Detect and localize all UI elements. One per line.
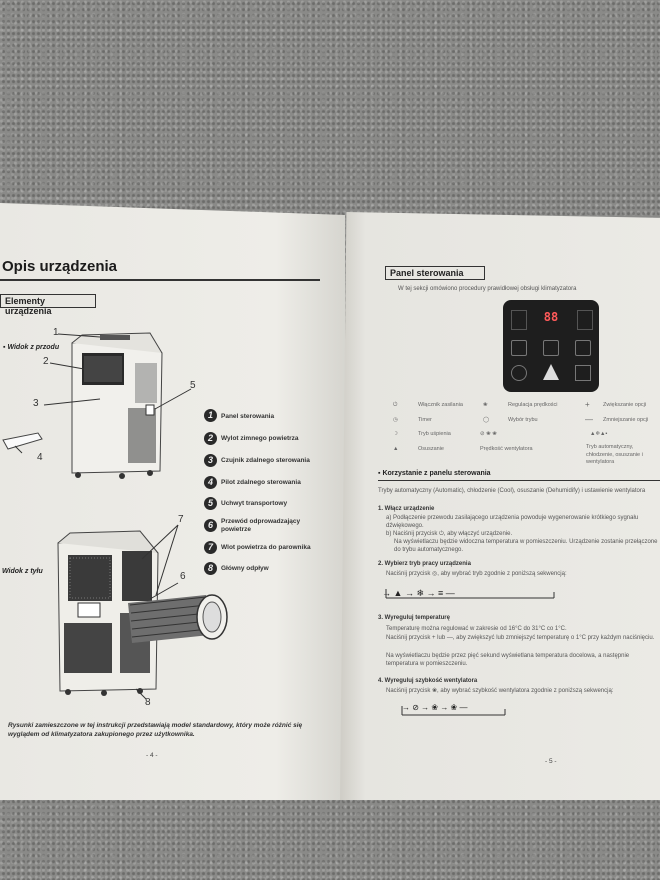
part-label-6: Przewód odprowadzający powietrze	[221, 518, 301, 533]
legend-4-2: Prędkość wentylatora	[480, 446, 533, 452]
step-2-line-1: Naciśnij przycisk ◎, aby wybrać tryb zgo…	[386, 571, 567, 577]
front-unit-drawing	[2, 332, 228, 700]
back-view-label: Widok z tyłu	[2, 568, 43, 575]
part-label-7: Wlot powietrza do parownika	[221, 544, 311, 551]
icon-minus: —	[585, 415, 593, 424]
part-label-3: Czujnik zdalnego sterowania	[221, 457, 310, 464]
part-label-1: Panel sterowania	[221, 413, 275, 420]
legend-4-3: Tryb automatyczny, chłodzenie, osuszanie…	[586, 444, 643, 465]
panel-button-3	[575, 340, 591, 356]
legend-1-2: Regulacja prędkości	[508, 402, 558, 408]
mode-step-3: ≡	[438, 588, 444, 598]
part-number-1: 1	[204, 409, 217, 422]
step-3-line-3: Na wyświetlaczu będzie przez pięć sekund…	[386, 653, 630, 667]
control-panel-image: 88	[503, 300, 599, 392]
icon-fan-speeds: ⊘ ❀ ❀	[480, 431, 497, 437]
legend-2-2: Wybór trybu	[508, 417, 538, 423]
step-3-line-2: Naciśnij przycisk + lub —, aby zwiększyć…	[386, 635, 655, 641]
icon-plus: +	[585, 400, 590, 409]
legend-4-1: Osuszanie	[418, 446, 444, 452]
fan-step-2: ❀	[431, 703, 439, 712]
callout-8: 8	[145, 697, 151, 708]
disclaimer-note: Rysunki zamieszczone w tej instrukcji pr…	[8, 722, 303, 738]
panel-display: 88	[543, 310, 559, 324]
page-number-left: - 4 -	[146, 752, 158, 759]
legend-1-3: Zwiększanie opcji	[603, 402, 647, 408]
manual-page-right: Panel sterowania W tej sekcji omówiono p…	[340, 212, 660, 800]
icon-dehumidify: ▲	[393, 446, 399, 452]
page-title: Opis urządzenia	[2, 258, 118, 275]
title-rule	[0, 279, 320, 281]
usage-heading: ▪ Korzystanie z panelu sterowania	[378, 470, 491, 477]
callout-4: 4	[37, 452, 43, 463]
section-heading: Elementy urządzenia	[0, 294, 96, 316]
legend-2-1: Timer	[418, 417, 432, 423]
part-label-2: Wylot zimnego powietrza	[221, 435, 299, 442]
front-view-label: ▪ Widok z przodu	[3, 344, 60, 351]
step-2-title: 2. Wybierz tryb pracy urządzenia	[378, 561, 471, 567]
step-3-title: 3. Wyreguluj temperaturę	[378, 615, 450, 621]
part-number-4: 4	[204, 476, 217, 489]
icon-power: ⏻	[393, 402, 398, 408]
legend-3-1: Tryb uśpienia	[418, 431, 451, 437]
panel-indicator-right	[577, 310, 593, 330]
page-number-right: - 5 -	[545, 758, 557, 765]
part-label-5: Uchwyt transportowy	[221, 500, 288, 507]
legend-1-1: Włącznik zasilania	[418, 402, 463, 408]
panel-section-heading: Panel sterowania	[385, 266, 485, 280]
icon-timer: ◷	[393, 417, 398, 423]
part-number-8: 8	[204, 562, 217, 575]
part-number-3: 3	[204, 454, 217, 467]
part-number-5: 5	[204, 497, 217, 510]
icon-mode: ◯	[483, 417, 490, 423]
step-1-title: 1. Włącz urządzenie	[378, 506, 435, 512]
part-number-6: 6	[204, 519, 217, 532]
part-number-7: 7	[204, 541, 217, 554]
callout-3: 3	[33, 398, 39, 409]
icon-mode-set: ▲❄▲▪	[590, 431, 608, 437]
callout-6: 6	[180, 571, 186, 582]
panel-warning-icon	[543, 364, 559, 380]
panel-button-4	[511, 365, 527, 381]
part-number-2: 2	[204, 432, 217, 445]
mode-sequence-frame	[385, 589, 555, 599]
callout-7: 7	[178, 514, 184, 525]
fan-step-3: ❀	[450, 703, 458, 712]
mode-sequence: → ▲ → ❄ → ≡ —	[382, 588, 455, 598]
fan-sequence: → ⊘ → ❀ → ❀ —	[402, 703, 468, 712]
fan-sequence-frame	[401, 706, 506, 716]
step-1-line-2: b) Naciśnij przycisk ⏻, aby włączyć urzą…	[386, 531, 513, 537]
callout-2: 2	[43, 356, 49, 367]
mode-step-1: ▲	[393, 588, 403, 598]
legend-2-3: Zmniejszanie opcji	[603, 417, 649, 423]
panel-button-1	[511, 340, 527, 356]
front-view-text: Widok z przodu	[7, 344, 60, 351]
panel-intro: W tej sekcji omówiono procedury prawidło…	[398, 286, 577, 292]
step-1-line-1: a) Podłączenie przewodu zasilającego urz…	[386, 515, 639, 529]
icon-fan: ❀	[483, 402, 488, 408]
fan-step-1: ⊘	[412, 703, 419, 712]
part-label-4: Pilot zdalnego sterowania	[221, 479, 301, 486]
manual-page-left: Opis urządzenia Elementy urządzenia ▪ Wi…	[0, 203, 345, 800]
step-4-line-1: Naciśnij przycisk ❀, aby wybrać szybkość…	[386, 688, 614, 694]
panel-button-2	[543, 340, 559, 356]
usage-title: Korzystanie z panelu sterowania	[382, 470, 491, 477]
usage-rule	[378, 480, 660, 481]
callout-1: 1	[53, 327, 59, 338]
usage-intro: Tryby automatyczny (Automatic), chłodzen…	[378, 488, 646, 494]
step-3-line-1: Temperaturę można regulować w zakresie o…	[386, 626, 567, 632]
step-1-line-3: Na wyświetlaczu będzie widoczna temperat…	[394, 539, 658, 553]
part-label-8: Główny odpływ	[221, 565, 269, 572]
step-4-title: 4. Wyreguluj szybkość wentylatora	[378, 678, 478, 684]
callout-5: 5	[190, 380, 196, 391]
panel-indicator-left	[511, 310, 527, 330]
panel-button-6	[575, 365, 591, 381]
icon-sleep: ☽	[393, 431, 398, 437]
mode-step-2: ❄	[416, 588, 424, 598]
